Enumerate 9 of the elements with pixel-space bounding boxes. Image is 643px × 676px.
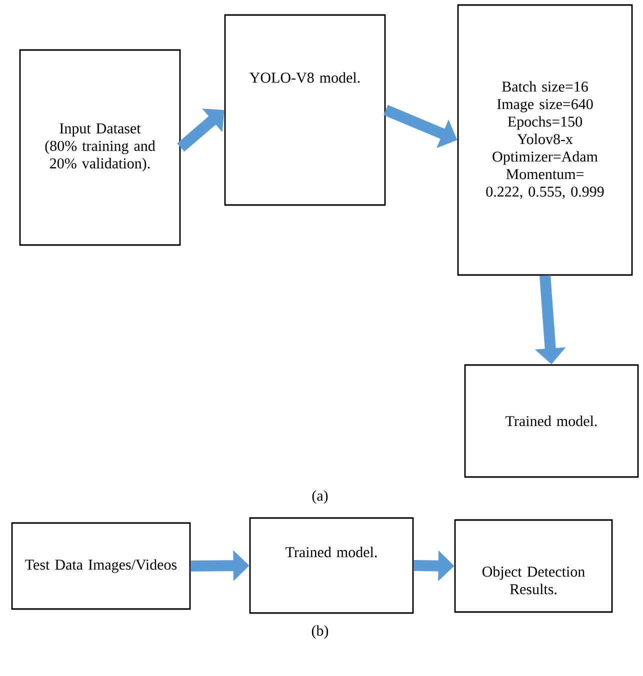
block-arrow [177,108,224,152]
process-box: YOLO-V8 model. [224,14,386,206]
process-box: Trained model. [464,364,639,478]
panel-label: (a) [312,490,328,504]
process-box: Object Detection Results. [454,519,613,613]
process-box: Test Data Images/Videos [11,522,191,610]
process-box: Batch size=16 Image size=640 Epochs=150 Yolov8-x Optimizer=Adam Momentum= 0.222, 0.555, 0.999 [457,4,633,276]
process-box: Trained model. [249,517,414,614]
process-box: Input Dataset (80% training and 20% validation). [19,49,181,246]
